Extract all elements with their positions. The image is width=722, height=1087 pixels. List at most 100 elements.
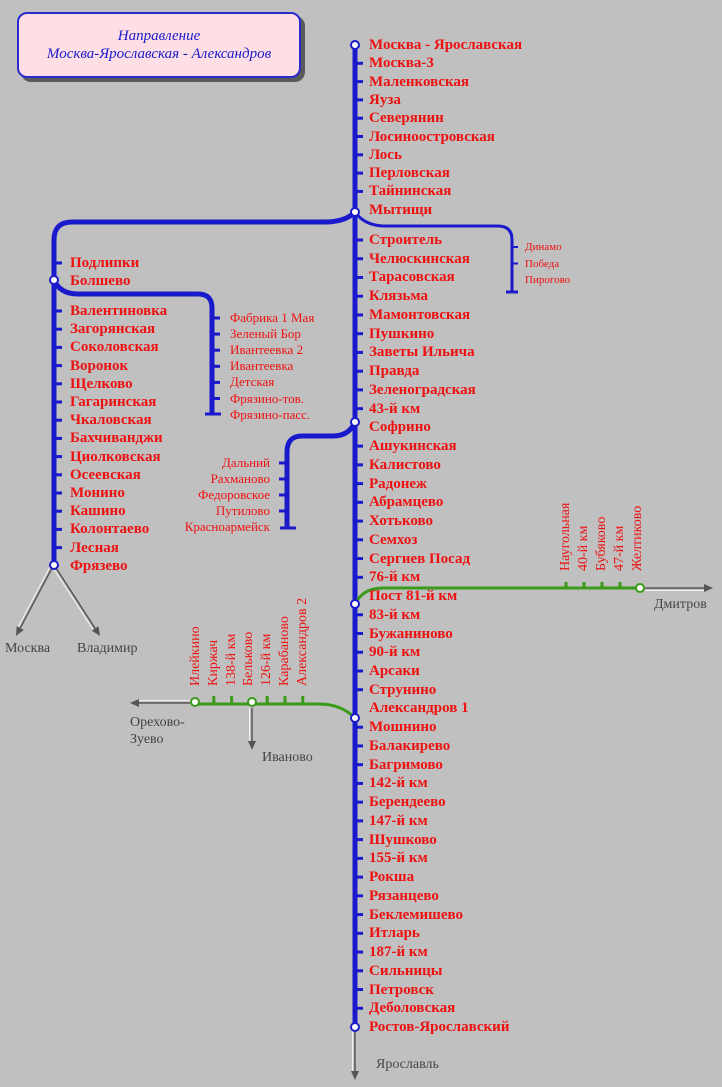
station-label: Бахчиванджи xyxy=(70,430,163,447)
station-label: Красноармейск xyxy=(184,519,270,534)
station-label: 43-й км xyxy=(369,400,421,417)
station-label: Рокша xyxy=(369,869,415,886)
station-label: 40-й км xyxy=(576,525,591,571)
station-label: 126-й км xyxy=(259,633,275,686)
station-label: Кашино xyxy=(70,503,126,520)
junction-sofrino xyxy=(350,417,360,427)
junction-bolshevo xyxy=(49,275,59,285)
station-label: 47-й км xyxy=(612,525,627,571)
station-label: Загорянская xyxy=(70,321,156,338)
station-label: 142-й км xyxy=(369,775,428,792)
station-label: Подлипки xyxy=(70,255,140,271)
station-label: Пост 81-й км xyxy=(369,588,458,605)
junction-mytishchi xyxy=(350,207,360,217)
station-label: Воронок xyxy=(70,357,129,374)
station-label: Александров 2 xyxy=(294,597,310,686)
station-label: Киржач xyxy=(205,639,221,686)
station-label: Александров 1 xyxy=(369,700,469,717)
junction-post81 xyxy=(350,599,360,609)
direction-label-yaroslavl: Ярославль xyxy=(376,1057,439,1072)
station-label: Балакирево xyxy=(369,737,451,754)
station-label: Ивантеевка xyxy=(230,358,294,374)
station-label: Хотьково xyxy=(369,513,434,530)
station-label: Илейкино xyxy=(188,626,203,686)
junction-fryazevo xyxy=(49,560,59,570)
direction-label-orekhovo: Орехово- Зуево xyxy=(130,715,185,747)
station-label: Щелково xyxy=(70,375,133,392)
station-label: Бельково xyxy=(241,631,257,686)
station-label: Рахманово xyxy=(210,471,270,486)
station-label: Заветы Ильича xyxy=(369,344,475,361)
direction-label-moskva: Москва xyxy=(5,641,51,656)
station-label: Ивантеевка 2 xyxy=(230,342,304,358)
station-label: Детская xyxy=(230,374,275,390)
station-label: Динамо xyxy=(525,241,562,253)
arrow-orekhovo xyxy=(130,699,190,707)
station-label: Монино xyxy=(70,485,125,501)
station-label: Болшево xyxy=(70,273,131,289)
station-label: 138-й км xyxy=(223,633,239,686)
junction-belkovo xyxy=(247,697,257,707)
station-label: Пушкино xyxy=(369,325,435,342)
station-label: Чкаловская xyxy=(70,412,152,429)
direction-label-ivanovo: Иваново xyxy=(262,750,313,765)
station-label: Абрамцево xyxy=(369,494,444,511)
station-label: 90-й км xyxy=(369,644,421,661)
dynamo-branch-track xyxy=(353,211,514,292)
station-label: Бубяково xyxy=(594,516,609,571)
station-label: Пирогово xyxy=(525,274,571,286)
arrow-yaroslavl xyxy=(351,1030,359,1080)
arrow-dmitrov xyxy=(645,584,713,592)
station-label: Арсаки xyxy=(369,662,420,679)
title-line-2: Москва-Ярославская - Александров xyxy=(46,46,272,62)
station-label: Струнино xyxy=(369,681,437,698)
station-label: Мошнино xyxy=(369,719,437,736)
station-label: Карабаново xyxy=(277,616,292,686)
station-label: Перловская xyxy=(369,165,450,182)
station-label: Москва-3 xyxy=(369,55,434,72)
station-label: Победа xyxy=(525,257,560,270)
station-label: Тайнинская xyxy=(369,183,452,200)
station-label: Калистово xyxy=(369,456,441,473)
junction-moskva xyxy=(350,40,360,50)
station-label: Челюскинская xyxy=(369,250,470,267)
station-label: Яуза xyxy=(369,91,401,108)
arrow-vladimir xyxy=(53,567,100,636)
station-label: Дальний xyxy=(221,455,270,470)
station-label: Мытищи xyxy=(369,201,433,218)
station-label: Северянин xyxy=(369,110,444,127)
station-label: Москва - Ярославская xyxy=(369,37,523,53)
station-label: Сергиев Посад xyxy=(369,550,471,567)
station-label: Желтиково xyxy=(630,505,645,571)
station-label: Лось xyxy=(369,146,402,163)
fryazevo-branch-track xyxy=(51,210,357,563)
station-label: Семхоз xyxy=(369,531,418,548)
station-label: Тарасовская xyxy=(369,269,455,286)
station-label: Фрязино-тов. xyxy=(230,390,305,406)
station-label: Берендеево xyxy=(369,794,446,811)
station-label: Строитель xyxy=(369,232,443,248)
station-label: 83-й км xyxy=(369,606,421,623)
station-label: Соколовская xyxy=(70,339,159,356)
junction-aleksandrov xyxy=(350,713,360,723)
direction-label-dmitrov: Дмитров xyxy=(654,597,707,612)
station-label: Лесная xyxy=(70,539,119,556)
title-line-1: Направление xyxy=(117,28,201,44)
station-label: Правда xyxy=(369,363,420,380)
station-label: Валентиновка xyxy=(70,303,168,319)
arrow-ivanovo xyxy=(248,708,256,750)
station-label: Мамонтовская xyxy=(369,306,471,323)
station-label: 147-й км xyxy=(369,812,428,829)
orekhovo-branch-track xyxy=(196,702,357,720)
title-box: Направление Москва-Ярославская - Алексан… xyxy=(17,12,301,78)
station-label: Петровск xyxy=(369,981,434,998)
station-label: Клязьма xyxy=(369,288,428,305)
station-label: Бужаниново xyxy=(369,625,453,642)
station-label: Ашукинская xyxy=(369,438,457,455)
station-label: Багримово xyxy=(369,756,443,773)
station-label: 76-й км xyxy=(369,569,421,586)
station-label: Фрязево xyxy=(70,557,128,574)
station-label: Колонтаево xyxy=(70,521,150,538)
station-label: Софрино xyxy=(369,419,431,436)
